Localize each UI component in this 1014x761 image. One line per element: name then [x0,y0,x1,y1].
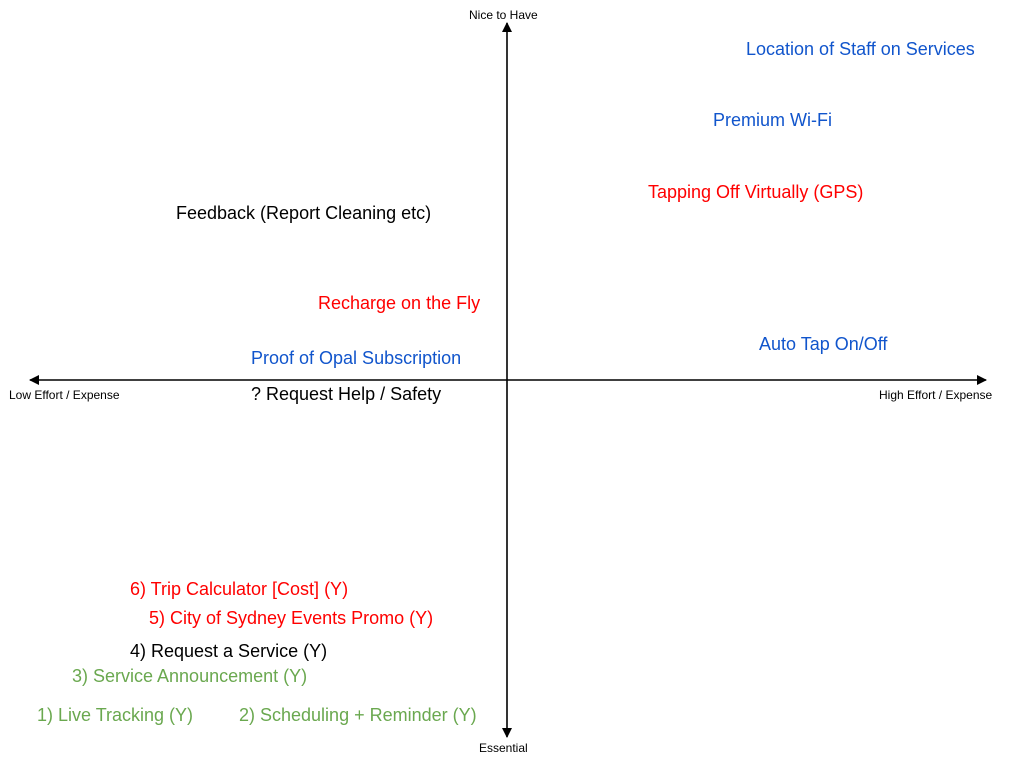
item-scheduling-reminder: 2) Scheduling + Reminder (Y) [239,705,477,725]
axis-label-essential: Essential [479,741,528,755]
item-location-of-staff: Location of Staff on Services [746,39,975,59]
item-premium-wifi: Premium Wi-Fi [713,110,832,130]
item-feedback: Feedback (Report Cleaning etc) [176,203,432,223]
item-auto-tap: Auto Tap On/Off [759,334,888,354]
item-proof-of-opal: Proof of Opal Subscription [251,348,462,368]
item-live-tracking: 1) Live Tracking (Y) [37,705,194,725]
item-city-events-promo: 5) City of Sydney Events Promo (Y) [149,608,434,628]
item-recharge-on-the-fly: Recharge on the Fly [318,293,481,313]
item-request-service: 4) Request a Service (Y) [130,641,328,661]
axis-label-high-effort: High Effort / Expense [879,388,993,402]
item-request-help: ? Request Help / Safety [251,384,442,404]
axis-label-low-effort: Low Effort / Expense [9,388,120,402]
axis-label-nice-to-have: Nice to Have [469,8,538,22]
item-tapping-off-virtually: Tapping Off Virtually (GPS) [648,182,864,202]
item-service-announcement: 3) Service Announcement (Y) [72,666,308,686]
item-trip-calculator: 6) Trip Calculator [Cost] (Y) [130,579,349,599]
